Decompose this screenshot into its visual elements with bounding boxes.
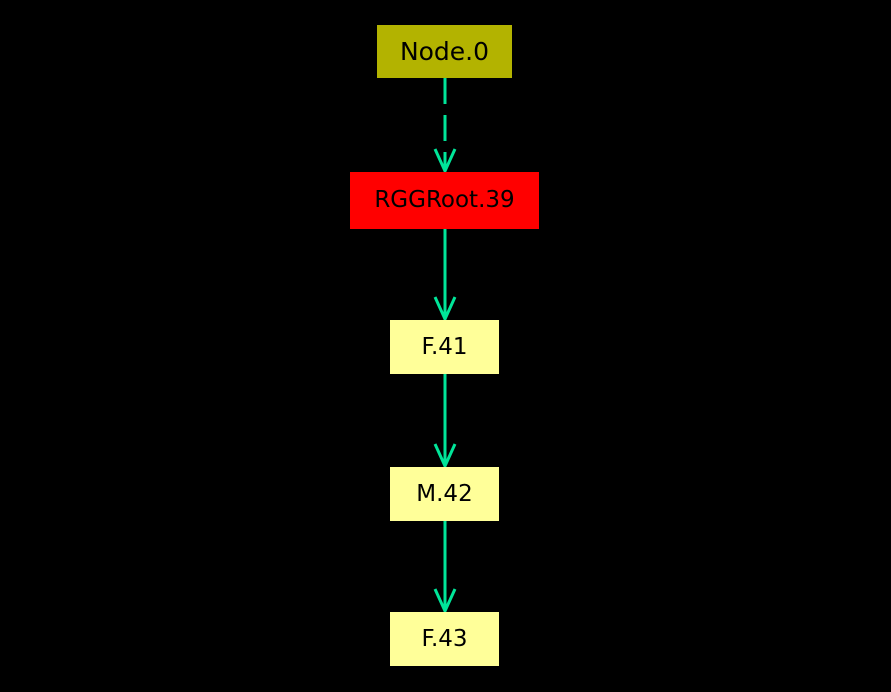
graph-edge-edge-m42-f43: [433, 521, 457, 615]
graph-edge-edge-node0-rggroot39: [433, 78, 457, 175]
graph-node-label: Node.0: [399, 37, 490, 66]
graph-node-rggroot-39[interactable]: RGGRoot.39: [350, 172, 539, 229]
graph-node-label: RGGRoot.39: [374, 187, 515, 213]
graph-node-f-41[interactable]: F.41: [390, 320, 499, 374]
graph-node-f-43[interactable]: F.43: [390, 612, 499, 666]
graph-node-label: F.41: [421, 333, 468, 360]
edge-arrowhead-icon: [433, 296, 457, 323]
edge-arrowhead-icon: [433, 588, 457, 615]
graph-edge-edge-f41-m42: [433, 374, 457, 470]
graph-node-m-42[interactable]: M.42: [390, 467, 499, 521]
edge-arrowhead-icon: [433, 148, 457, 175]
graph-node-node-0[interactable]: Node.0: [377, 25, 512, 78]
graph-node-label: M.42: [416, 480, 473, 507]
edge-arrowhead-icon: [433, 443, 457, 470]
graph-node-label: F.43: [421, 625, 468, 652]
graph-edge-edge-rggroot39-f41: [433, 229, 457, 323]
